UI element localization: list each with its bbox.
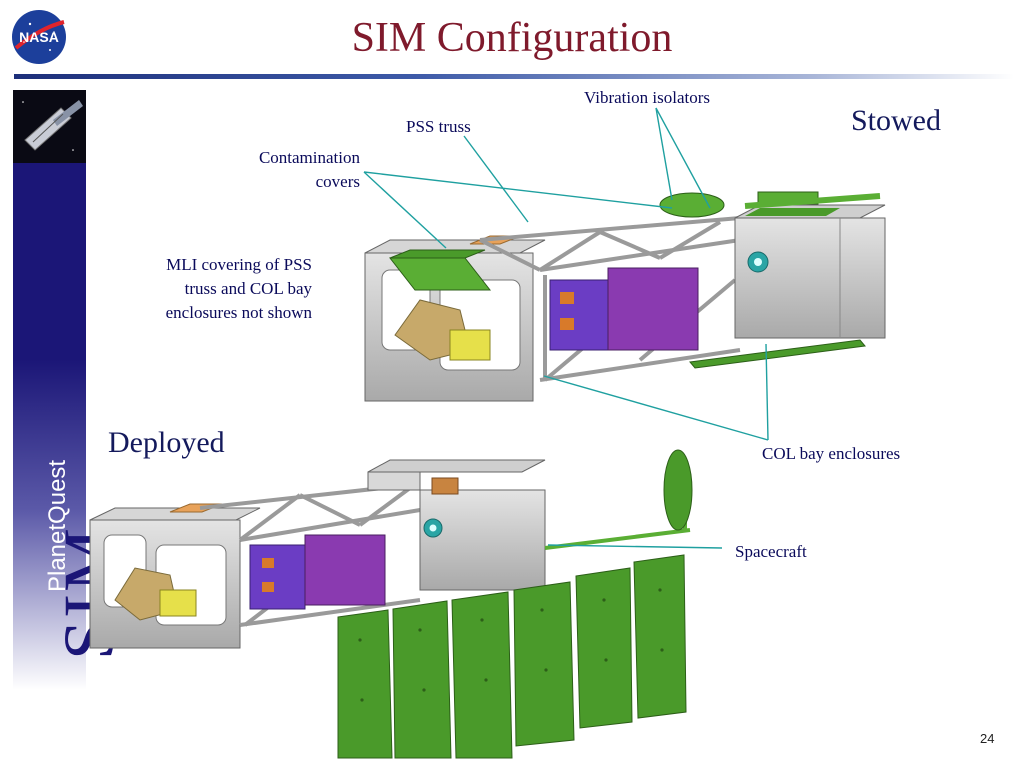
callout-contamination-line1: Contamination bbox=[258, 148, 360, 167]
callout-col-bay-enclosures: COL bay enclosures bbox=[762, 444, 901, 463]
callout-mli-note: MLI covering of PSS truss and COL bay en… bbox=[110, 253, 312, 325]
stowed-spacecraft bbox=[364, 191, 886, 402]
slide-title: SIM Configuration bbox=[351, 15, 673, 61]
callout-mli-line3: enclosures not shown bbox=[165, 303, 312, 322]
callout-contamination-covers: Contamination covers bbox=[220, 146, 360, 194]
page-number: 24 bbox=[980, 731, 995, 746]
callout-vibration-isolators: Vibration isolators bbox=[584, 88, 710, 107]
callout-pss-truss: PSS truss bbox=[406, 117, 471, 136]
deployed-label: Deployed bbox=[108, 426, 225, 459]
callout-mli-line2: truss and COL bay bbox=[184, 279, 312, 298]
spacecraft-photo bbox=[13, 90, 86, 163]
stowed-label: Stowed bbox=[851, 104, 941, 137]
sidebar-band bbox=[13, 90, 86, 690]
callout-contamination-line2: covers bbox=[315, 172, 360, 191]
callout-mli-line1: MLI covering of PSS bbox=[166, 255, 312, 274]
callout-spacecraft: Spacecraft bbox=[735, 542, 807, 561]
title-rule bbox=[14, 74, 1014, 79]
deployed-spacecraft bbox=[89, 449, 693, 759]
nasa-logo: NASA bbox=[12, 10, 66, 64]
nasa-logo-text: NASA bbox=[19, 29, 59, 45]
callout-leader-lines bbox=[363, 107, 769, 549]
